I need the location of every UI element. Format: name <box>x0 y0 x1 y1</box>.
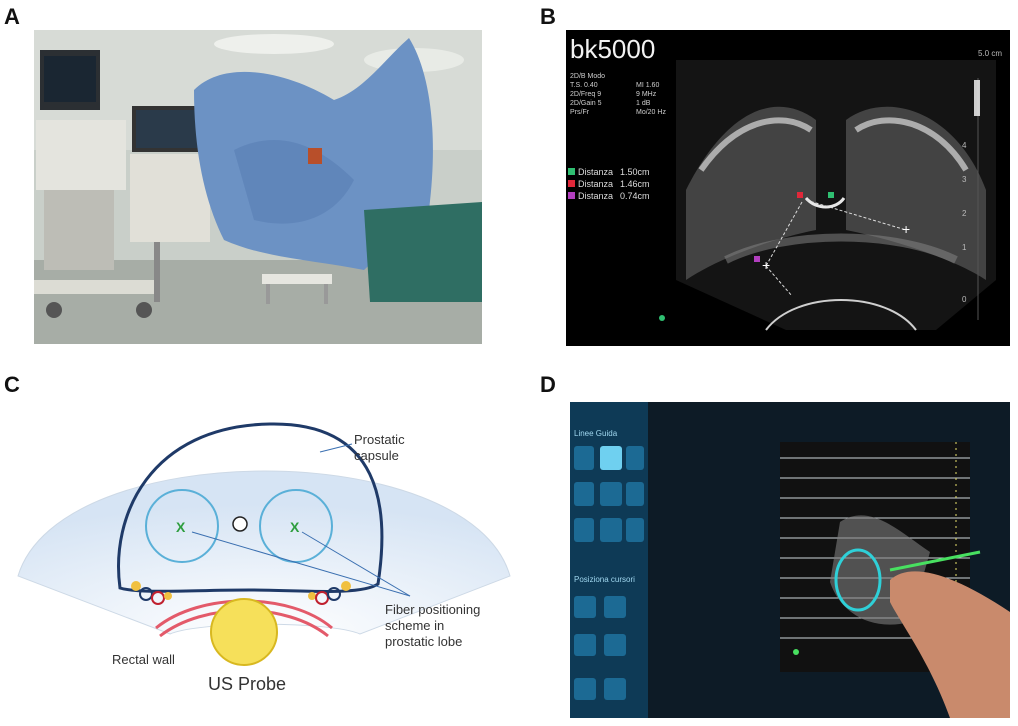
label-us-probe: US Probe <box>208 674 286 694</box>
scale-tick-2: 2 <box>962 209 967 218</box>
legend-label-1: Distanza <box>578 167 613 177</box>
fiber-arrow-right <box>301 531 411 597</box>
cursor-arrow-buttons <box>574 596 626 700</box>
info-right-4: Mo/20 Hz <box>636 109 666 116</box>
status-dot <box>659 315 665 321</box>
depth-label: 5.0 cm <box>978 49 1002 58</box>
info-line-4: 2D/Gain 5 <box>570 100 602 107</box>
legend-label-3: Distanza <box>578 191 613 201</box>
info-line-5: Prs/Fr <box>570 109 590 116</box>
measure-marker-red <box>797 192 803 198</box>
scale-tick-3: 3 <box>962 175 967 184</box>
panel-d-letter: D <box>540 372 556 397</box>
legend-swatch-3 <box>568 192 575 199</box>
scale-tick-1: 1 <box>962 243 967 252</box>
label-prostatic: Prostatic <box>354 432 405 447</box>
prostatic-capsule <box>117 422 384 593</box>
info-right-3: 1 dB <box>636 100 651 107</box>
neurovascular-bundle-right <box>308 581 351 605</box>
brand-logo: bk5000 <box>570 34 655 64</box>
info-line-1: 2D/B Modo <box>570 73 605 80</box>
panel-b-letter: B <box>540 4 556 29</box>
operating-room-photo <box>34 30 482 344</box>
info-right-2: 9 MHz <box>636 91 657 98</box>
menu-title: Linee Guida <box>574 429 618 438</box>
touchscreen-photo: Linee Guida Posiziona cursori <box>570 402 1010 718</box>
left-lobe-circle <box>145 489 219 563</box>
fiber-marker-right: X <box>290 519 300 535</box>
label-fiber-3: prostatic lobe <box>385 634 462 649</box>
right-lobe-circle <box>259 489 333 563</box>
legend-label-2: Distanza <box>578 179 613 189</box>
us-probe <box>210 598 278 666</box>
legend-value-3: 0.74cm <box>620 191 650 201</box>
legend-swatch-2 <box>568 180 575 187</box>
prostate-schematic: X X Prostatic capsule Fiber positioning … <box>0 396 540 726</box>
finger <box>890 571 1010 718</box>
scale-tick-0: 0 <box>962 295 967 304</box>
label-capsule: capsule <box>354 448 399 463</box>
measure-marker-green <box>828 192 834 198</box>
fiber-arrow-left <box>191 531 411 597</box>
svg-text:+: + <box>902 221 910 237</box>
measure-marker-purple <box>754 256 760 262</box>
svg-text:+: + <box>762 257 770 273</box>
label-fiber-2: scheme in <box>385 618 444 633</box>
legend-value-1: 1.50cm <box>620 167 650 177</box>
menu-section-label: Posiziona cursori <box>574 575 635 584</box>
fiber-marker-left: X <box>176 519 186 535</box>
menu-button-grid <box>574 446 644 542</box>
neurovascular-bundle-left <box>131 581 172 605</box>
green-guide-line <box>889 550 981 572</box>
label-fiber-1: Fiber positioning <box>385 602 480 617</box>
legend-value-2: 1.46cm <box>620 179 650 189</box>
ultrasound-screen: + + 4 3 2 1 0 5.0 cm bk5000 2D/B Modo T.… <box>566 30 1010 346</box>
touch-target-circle <box>834 548 882 612</box>
ultrasound-machine <box>34 50 154 318</box>
info-line-2: T.S. 0.40 <box>570 82 598 89</box>
legend-swatch-1 <box>568 168 575 175</box>
panel-c-letter: C <box>4 372 20 397</box>
scale-tick-4: 4 <box>962 141 967 150</box>
label-rectal-wall: Rectal wall <box>112 652 175 667</box>
info-right-1: MI 1.60 <box>636 82 659 89</box>
instrument-table <box>364 202 482 302</box>
info-line-3: 2D/Freq 9 <box>570 91 601 98</box>
urethra-marker <box>232 516 248 532</box>
panel-a-letter: A <box>4 4 20 29</box>
